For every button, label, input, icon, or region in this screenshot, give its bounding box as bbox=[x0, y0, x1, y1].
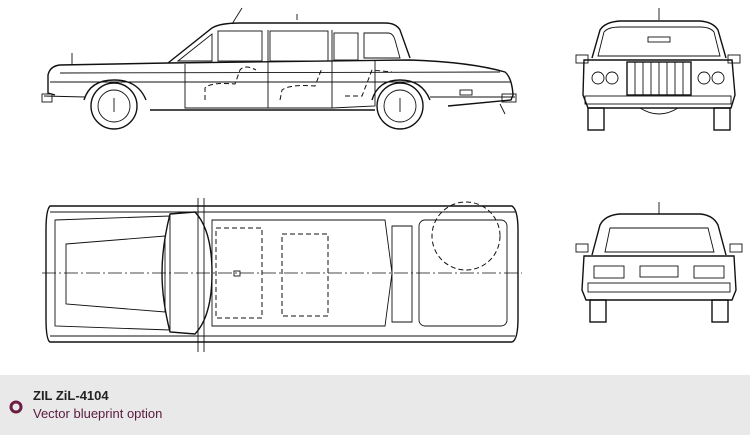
rear-view bbox=[575, 202, 743, 323]
front-view bbox=[575, 8, 741, 131]
top-view bbox=[42, 198, 522, 352]
vehicle-subtitle: Vector blueprint option bbox=[33, 406, 163, 421]
blueprint-canvas bbox=[41, 7, 743, 352]
bullet-icon bbox=[9, 400, 23, 414]
caption-bar: ZIL ZiL-4104 Vector blueprint option bbox=[0, 375, 750, 435]
vehicle-title[interactable]: ZIL ZiL-4104 bbox=[33, 388, 109, 403]
side-view bbox=[41, 7, 517, 130]
